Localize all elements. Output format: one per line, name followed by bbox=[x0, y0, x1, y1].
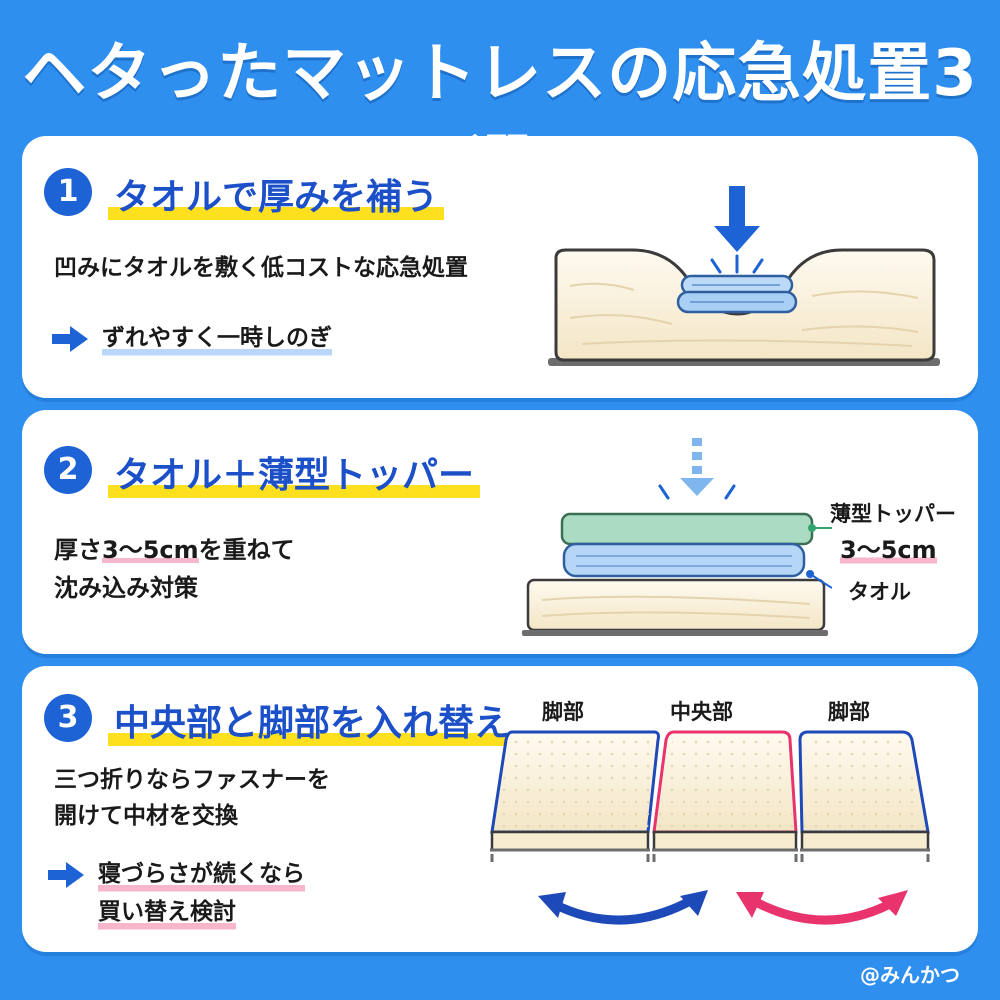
tip-heading-1: タオルで厚みを補う bbox=[108, 168, 445, 222]
tip-description-3: 三つ折りならファスナーを bbox=[54, 767, 330, 793]
panel-label-center: 中央部 bbox=[670, 700, 733, 724]
panel-label-right: 脚部 bbox=[828, 700, 870, 724]
thickness-suffix: を重ねて bbox=[198, 536, 295, 564]
mattress-panel-left bbox=[490, 730, 660, 862]
dented-mattress-illustration bbox=[548, 186, 940, 366]
tip-description-1: 凹みにタオルを敷く低コストな応急処置 bbox=[54, 255, 468, 281]
trifold-mattress-illustration bbox=[490, 730, 930, 925]
tip-card-1: 1 タオルで厚みを補う 凹みにタオルを敷く低コストな応急処置 ずれやすく一時しの… bbox=[22, 136, 978, 398]
tip-description-2b: 沈み込み対策 bbox=[54, 574, 198, 602]
tip-description-2: 厚さ3〜5cmを重ねて bbox=[54, 532, 295, 569]
tip-card-2: 2 タオル＋薄型トッパー 厚さ3〜5cmを重ねて 沈み込み対策 薄型トッパー bbox=[22, 410, 978, 654]
panel-label-left: 脚部 bbox=[542, 700, 584, 724]
layered-topper-illustration bbox=[522, 438, 832, 636]
tip-heading-3: 中央部と脚部を入れ替え bbox=[108, 694, 517, 748]
mattress-panel-center bbox=[652, 730, 798, 862]
tip-note-1: ずれやすく一時しのぎ bbox=[102, 320, 332, 357]
swap-arrow-icon-blue bbox=[538, 890, 708, 925]
down-arrow-icon bbox=[714, 186, 760, 252]
credit-text: @みんかつ bbox=[860, 963, 960, 987]
towel-icon bbox=[676, 274, 798, 314]
tip-card-3: 3 中央部と脚部を入れ替え 三つ折りならファスナーを 開けて中材を交換 寝づらさ… bbox=[22, 666, 978, 952]
right-arrow-icon bbox=[48, 862, 84, 888]
step-number-2: 2 bbox=[44, 446, 92, 494]
topper-icon bbox=[560, 512, 814, 546]
step-number-3: 3 bbox=[44, 694, 92, 742]
tip-note-3a: 寝づらさが続くなら bbox=[98, 856, 305, 893]
step-number-1: 1 bbox=[44, 168, 92, 216]
thickness-value: 3〜5cm bbox=[102, 536, 199, 564]
topper-label: 薄型トッパー bbox=[830, 502, 956, 526]
towel-icon bbox=[562, 542, 806, 578]
towel-label: タオル bbox=[848, 580, 911, 604]
topper-size-label: 3〜5cm bbox=[840, 530, 937, 565]
thickness-prefix: 厚さ bbox=[54, 536, 102, 564]
tip-heading-2: タオル＋薄型トッパー bbox=[108, 446, 481, 500]
down-arrow-icon bbox=[680, 478, 714, 496]
right-arrow-icon bbox=[52, 326, 88, 352]
mattress-panel-right bbox=[798, 730, 930, 862]
tip-note-3b: 買い替え検討 bbox=[98, 894, 236, 931]
swap-arrow-icon-pink bbox=[736, 890, 908, 925]
tip-description-3b: 開けて中材を交換 bbox=[54, 803, 238, 829]
